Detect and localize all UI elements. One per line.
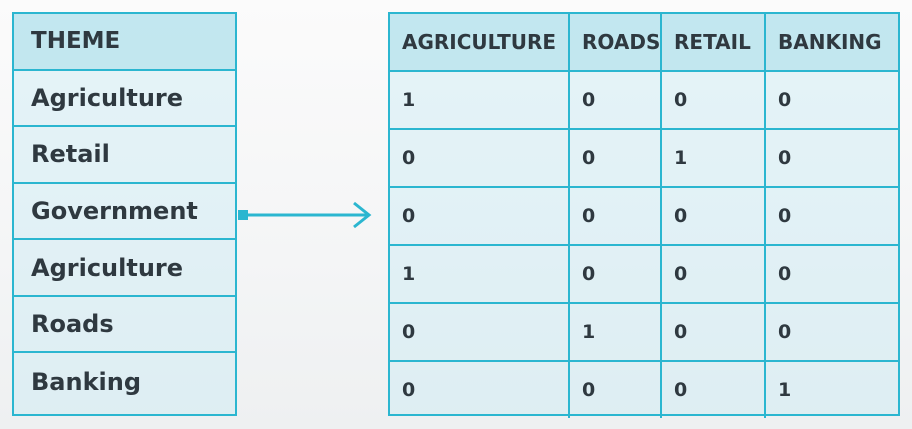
table-cell: 0: [568, 70, 662, 130]
table-row: 1 0 0 0: [390, 70, 898, 130]
column-header-roads: ROADS: [568, 14, 662, 72]
theme-header: THEME: [14, 14, 235, 71]
column-header-banking: BANKING: [764, 14, 898, 72]
theme-row: Retail: [14, 127, 235, 184]
one-hot-table: AGRICULTURE ROADS RETAIL BANKING 1 0 0 0…: [388, 12, 900, 418]
table-row: 0 0 0 1: [390, 360, 898, 418]
table-row: 0 0 0 0: [390, 186, 898, 246]
table-cell: 1: [390, 244, 570, 304]
table-cell: 0: [660, 186, 766, 246]
theme-row: Agriculture: [14, 240, 235, 297]
table-cell: 0: [764, 302, 898, 362]
table-cell: 0: [660, 360, 766, 418]
table-cell: 0: [390, 186, 570, 246]
table-cell: 0: [568, 244, 662, 304]
table-cell: 0: [764, 186, 898, 246]
table-row: 1 0 0 0: [390, 244, 898, 304]
header-row: AGRICULTURE ROADS RETAIL BANKING: [390, 14, 898, 72]
theme-row: Government: [14, 184, 235, 241]
table-cell: 0: [390, 360, 570, 418]
table-row: 0 0 1 0: [390, 128, 898, 188]
theme-row: Roads: [14, 297, 235, 354]
table-cell: 0: [660, 70, 766, 130]
column-header-retail: RETAIL: [660, 14, 766, 72]
table-cell: 0: [568, 186, 662, 246]
table-cell: 1: [568, 302, 662, 362]
table-cell: 0: [568, 128, 662, 188]
column-header-agriculture: AGRICULTURE: [390, 14, 570, 72]
table-cell: 1: [764, 360, 898, 418]
table-cell: 0: [764, 70, 898, 130]
table-cell: 0: [568, 360, 662, 418]
table-cell: 1: [660, 128, 766, 188]
table-cell: 0: [764, 244, 898, 304]
theme-row: Agriculture: [14, 71, 235, 128]
table-cell: 0: [390, 302, 570, 362]
one-hot-grid: AGRICULTURE ROADS RETAIL BANKING 1 0 0 0…: [390, 14, 898, 418]
table-cell: 0: [764, 128, 898, 188]
table-cell: 0: [660, 244, 766, 304]
theme-table: THEME Agriculture Retail Government Agri…: [12, 12, 237, 416]
table-cell: 0: [390, 128, 570, 188]
table-cell: 0: [660, 302, 766, 362]
theme-row: Banking: [31, 367, 142, 396]
table-cell: 1: [390, 70, 570, 130]
table-row: 0 1 0 0: [390, 302, 898, 362]
arrow-right-icon: [238, 201, 372, 229]
